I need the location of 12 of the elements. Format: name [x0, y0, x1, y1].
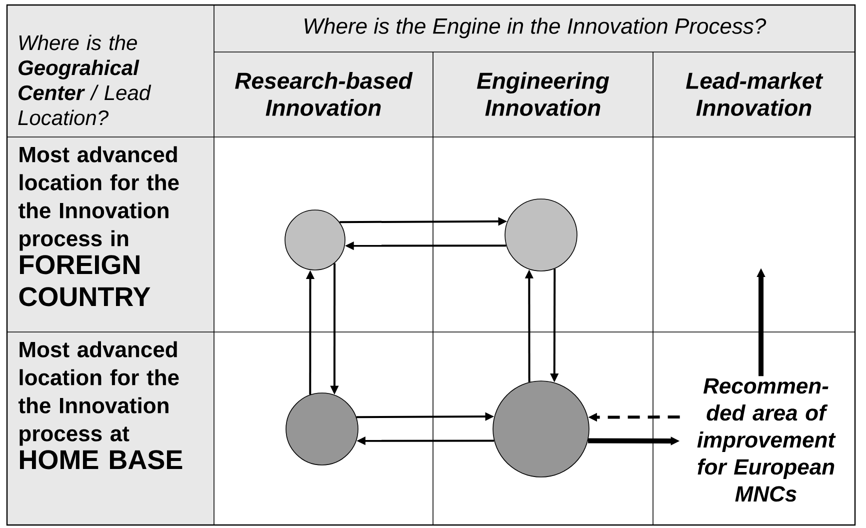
circle [504, 198, 578, 272]
circle [286, 392, 358, 466]
header-cell: Lead-market Innovation [653, 52, 855, 137]
note-text: Recommen- ded area of improvement for European MNCs [697, 378, 836, 502]
row-header-cell: Most advanced location for the the Innovation process at HOME BASE [7, 332, 214, 525]
header-cell: Where is the Engine in the Innovation Process? [214, 5, 855, 52]
header-cell: Research-based Innovation [214, 52, 433, 137]
row-header-cell: Most advanced location for the the Innovation process in FOREIGN COUNTRY [7, 137, 214, 332]
circle [492, 380, 590, 478]
circle [284, 210, 346, 270]
header-cell: Engineering Innovation [433, 52, 653, 137]
header-cell: Where is the Geograhical Center / Lead Location? [7, 5, 214, 137]
